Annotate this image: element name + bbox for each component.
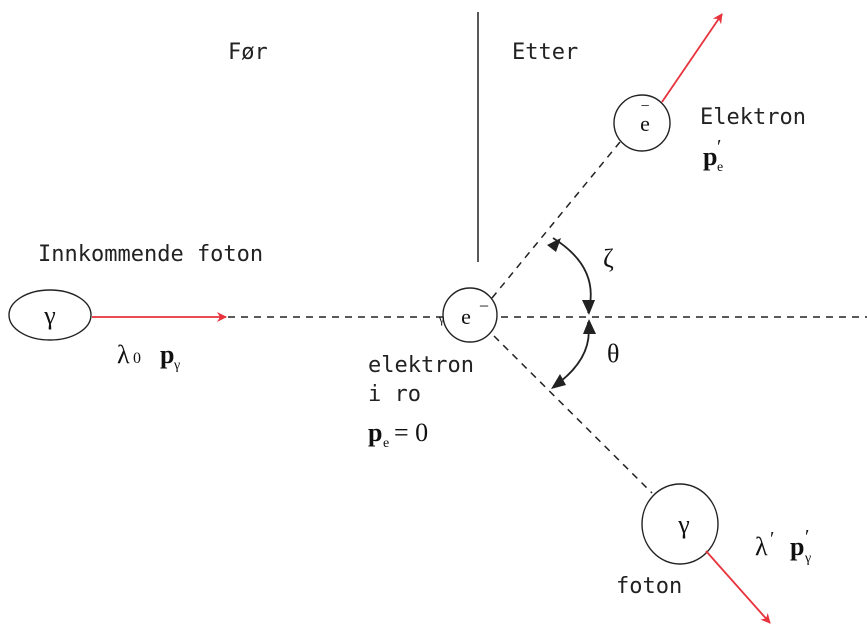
lambda-symbol: λ [117,340,130,369]
scattered-photon-momentum-subscript: γ [804,551,811,566]
scattered-lambda-prime: ′ [770,528,774,550]
zeta-angle-symbol: ζ [603,244,614,273]
electron-momentum-p: p [368,418,382,447]
scattered-electron-label: Elektron [700,105,806,130]
before-label: Før [228,40,268,65]
photon-momentum-p: p [160,340,174,369]
scattered-electron-symbol: e − [640,98,650,136]
scattered-electron-momentum-label: p e ′ [703,136,723,175]
electron-at-rest-circle [442,287,498,343]
equals-zero: = 0 [394,418,428,447]
photon-momentum-subscript: γ [173,358,180,373]
incoming-photon-circle [8,289,92,341]
scattered-electron-momentum-prime: ′ [717,136,721,158]
scattered-electron-charge-minus: − [640,98,649,115]
scattered-electron-momentum-subscript: e [717,160,723,175]
scattered-photon-circle [641,483,719,565]
scattered-electron-e: e [640,111,650,136]
theta-arc-arrowhead-bottom [551,374,566,389]
electron-at-rest-symbol: e − [461,296,489,329]
scattered-photon-arrow [705,550,771,624]
scattered-electron-circle [613,94,671,152]
electron-rest-momentum-label: p e = 0 [368,418,428,451]
electron-direction-dashed-line [491,141,621,299]
after-label: Etter [512,40,578,65]
scattered-photon-momentum-p: p [790,532,804,561]
scattered-photon-gamma-symbol: γ [677,510,690,539]
scattered-photon-momentum-prime: ′ [805,526,809,548]
electron-e: e [461,304,471,329]
electron-at-rest-label-line2: i ro [368,382,421,407]
zeta-arc-arrowhead-bottom [582,300,595,315]
lambda-subscript: 0 [133,350,141,367]
photon-direction-dashed-line [493,335,653,494]
scattered-electron-arrow [661,13,723,103]
electron-at-rest-label-line1: elektron [368,353,474,378]
scattered-electron-momentum-p: p [703,142,717,171]
theta-arc-arrowhead-top [583,319,596,334]
scattered-photon-label: foton [616,574,682,599]
electron-charge-minus: − [479,296,489,316]
electron-momentum-subscript: e [383,436,389,451]
incoming-wavelength-momentum-label: λ 0 p γ [117,340,180,373]
small-gamma-mark: γ [438,312,445,326]
scattered-lambda-symbol: λ [755,532,768,561]
zeta-arc-arrowhead-top [547,238,561,252]
scattered-wavelength-momentum-label: λ ′ p γ ′ [755,526,811,566]
theta-angle-arc [555,321,590,386]
incoming-photon-label: Innkommende foton [38,242,263,267]
theta-angle-symbol: θ [607,339,619,368]
incoming-photon-gamma-symbol: γ [43,301,56,330]
